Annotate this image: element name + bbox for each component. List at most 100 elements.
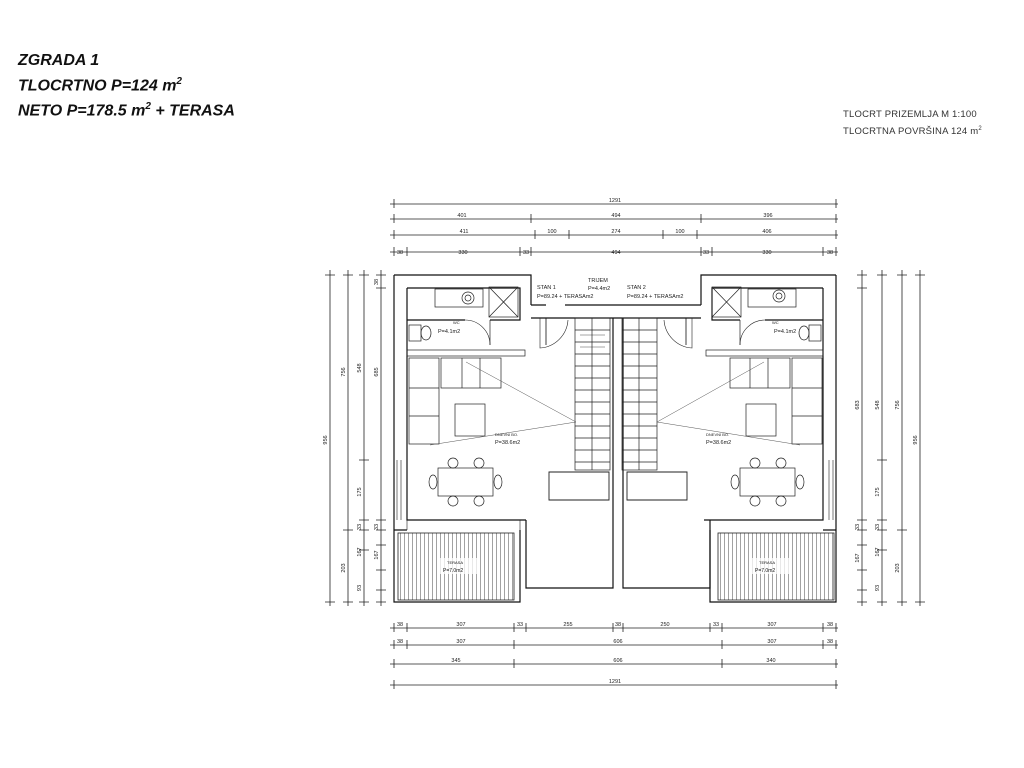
staircase-right xyxy=(621,317,658,471)
dim-label: 38 xyxy=(615,622,621,628)
dim-label: 33 xyxy=(357,524,363,530)
dim-label: 33 xyxy=(374,524,380,530)
staircase-left xyxy=(574,317,611,471)
dim-label: 756 xyxy=(341,367,347,376)
dim-label: 340 xyxy=(766,658,775,664)
kitchen-right xyxy=(705,349,824,445)
dim-label: 167 xyxy=(357,547,363,556)
room-labels: STAN 1 P=89.24 + TERASAm2 TRIJEM P=4.4m2… xyxy=(438,278,796,446)
label-living-left: DNEVNI BO. xyxy=(495,432,518,437)
plan-area: TLOCRTNA POVRŠINA 124 m2 xyxy=(843,126,982,138)
label-living-right: DNEVNI BO. xyxy=(706,432,729,437)
label-wc-left-area: P=4.1m2 xyxy=(438,329,460,335)
dim-label: 307 xyxy=(456,622,465,628)
label-wc-left: WC xyxy=(453,320,460,325)
dining-right xyxy=(730,457,805,507)
top-dimension-labels: 1291 401 494 396 411 100 274 100 406 38 … xyxy=(397,198,833,256)
left-dimension-labels: 956 756 548 685 175 33 167 167 93 203 33… xyxy=(323,279,380,591)
dim-label: 685 xyxy=(374,367,380,376)
label-stan1: STAN 1 xyxy=(537,285,556,291)
dim-label: 255 xyxy=(563,622,572,628)
dim-label: 33 xyxy=(713,622,719,628)
dim-label: 250 xyxy=(660,622,669,628)
dim-label: 494 xyxy=(611,213,620,219)
sight-lines xyxy=(429,361,801,446)
dim-label: 956 xyxy=(913,435,919,444)
right-dimension-labels: 956 756 548 683 175 33 167 167 93 203 33 xyxy=(855,400,919,591)
dim-label: 396 xyxy=(763,213,772,219)
dim-label: 606 xyxy=(613,658,622,664)
bottom-dimensions xyxy=(390,623,838,689)
dim-label: 38 xyxy=(827,639,833,645)
label-terrace-right: TERASA xyxy=(759,560,775,565)
dim-top-total: 1291 xyxy=(609,198,621,204)
dim-label: 167 xyxy=(855,553,861,562)
wc-left xyxy=(408,286,519,346)
dim-label: 38 xyxy=(827,250,833,256)
dim-label: 33 xyxy=(523,250,529,256)
entrance-doors xyxy=(539,318,693,349)
top-dimensions xyxy=(390,199,838,256)
dim-label: 548 xyxy=(875,400,881,409)
net-area: NETO P=178.5 m2 + TERASA xyxy=(18,101,235,120)
label-wc-right-area: P=4.1m2 xyxy=(774,329,796,335)
building-title: ZGRADA 1 TLOCRTNO P=124 m2 NETO P=178.5 … xyxy=(18,50,235,122)
dim-label: 175 xyxy=(357,487,363,496)
dim-label: 756 xyxy=(895,400,901,409)
dim-label: 93 xyxy=(357,585,363,591)
bottom-dimension-labels: 38 307 33 255 38 250 33 307 38 38 307 60… xyxy=(397,622,833,685)
dim-label: 38 xyxy=(374,279,380,285)
dim-label: 274 xyxy=(611,229,620,235)
terrace-labels: TERASA P=7.0m2 TERASA P=7.0m2 xyxy=(440,558,790,574)
dim-label: 203 xyxy=(895,563,901,572)
dim-label: 345 xyxy=(451,658,460,664)
dim-label: 93 xyxy=(875,585,881,591)
footprint-area: TLOCRTNO P=124 m2 xyxy=(18,76,182,95)
building-name: ZGRADA 1 xyxy=(18,52,100,69)
label-terrace-right-area: P=7.0m2 xyxy=(755,568,775,574)
dim-label: 100 xyxy=(547,229,556,235)
dim-label: 307 xyxy=(456,639,465,645)
label-wc-right: WC xyxy=(772,320,779,325)
dim-label: 33 xyxy=(703,250,709,256)
dim-label: 494 xyxy=(611,250,620,256)
dim-label: 401 xyxy=(457,213,466,219)
dim-label: 167 xyxy=(875,547,881,556)
central-blocks xyxy=(548,471,688,501)
dim-label: 167 xyxy=(374,550,380,559)
wc-right xyxy=(711,286,822,346)
label-stan2-area: P=89.24 + TERASAm2 xyxy=(627,294,683,300)
dim-label: 411 xyxy=(460,229,469,235)
label-stan1-area: P=89.24 + TERASAm2 xyxy=(537,294,593,300)
dim-label: 330 xyxy=(458,250,467,256)
dim-label: 307 xyxy=(767,622,776,628)
label-living-right-area: P=38.6m2 xyxy=(706,440,731,446)
dim-label: 956 xyxy=(323,435,329,444)
left-dimensions xyxy=(325,270,386,606)
dim-label: 33 xyxy=(855,524,861,530)
scale-info: TLOCRT PRIZEMLJA M 1:100 TLOCRTNA POVRŠI… xyxy=(843,108,982,139)
dim-label: 330 xyxy=(762,250,771,256)
dim-label: 38 xyxy=(827,622,833,628)
dim-label: 33 xyxy=(875,524,881,530)
label-stan2: STAN 2 xyxy=(627,285,646,291)
label-terrace-left-area: P=7.0m2 xyxy=(443,568,463,574)
label-trijem: TRIJEM xyxy=(588,278,608,284)
dim-label: 175 xyxy=(875,487,881,496)
dim-label: 203 xyxy=(341,563,347,572)
label-living-left-area: P=38.6m2 xyxy=(495,440,520,446)
dim-label: 683 xyxy=(855,400,861,409)
plan-scale: TLOCRT PRIZEMLJA M 1:100 xyxy=(843,109,977,120)
label-terrace-left: TERASA xyxy=(447,560,463,565)
kitchen-left xyxy=(406,349,526,445)
windows xyxy=(396,460,834,530)
dim-label: 548 xyxy=(357,363,363,372)
dim-label: 38 xyxy=(397,250,403,256)
dim-label: 38 xyxy=(397,622,403,628)
right-dimensions xyxy=(857,270,925,606)
dim-label: 33 xyxy=(517,622,523,628)
dim-label: 406 xyxy=(762,229,771,235)
dim-label: 38 xyxy=(397,639,403,645)
dining-left xyxy=(428,457,503,507)
